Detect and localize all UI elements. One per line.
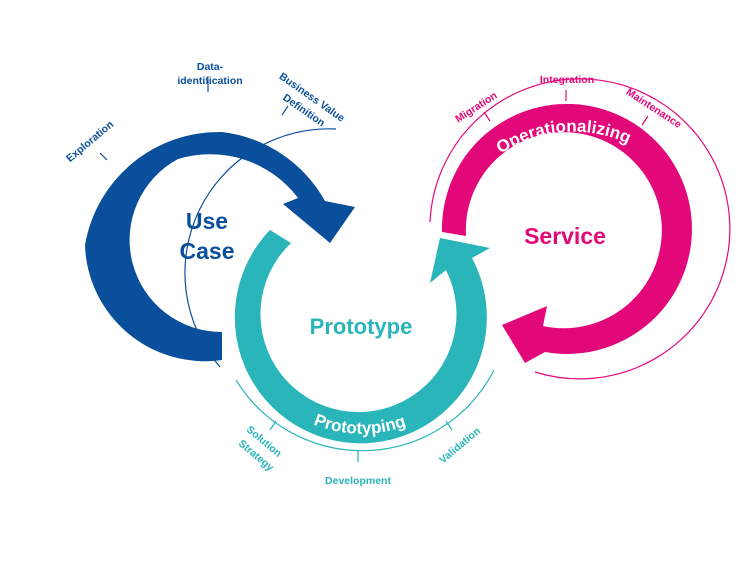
prototyping-tick — [269, 420, 277, 431]
step-exploration: Exploration — [64, 119, 116, 165]
step-development: Development — [325, 475, 391, 487]
use-case-title-line2: Case — [180, 238, 235, 264]
step-data-identification-line1: Data- — [197, 61, 224, 73]
use-case-title-line1: Use — [186, 208, 228, 234]
prototyping-tick — [445, 420, 453, 431]
identifying-tick — [281, 105, 289, 116]
prototype-title: Prototype — [310, 314, 413, 339]
prototyping-arrow-arc — [234, 230, 490, 444]
step-integration: Integration — [540, 74, 594, 86]
step-data-identification-line2: identification — [177, 75, 242, 87]
service-title: Service — [524, 223, 606, 249]
operationalizing-outer-ring — [429, 78, 731, 380]
prototyping-outer-ring — [235, 369, 495, 452]
prototyping-cycle: Prototyping Prototype Solution Strategy … — [234, 230, 495, 487]
identifying-tick — [99, 152, 108, 161]
step-validation: Validation — [437, 425, 483, 466]
operationalizing-tick — [483, 111, 491, 122]
operationalizing-tick — [641, 115, 649, 126]
identifying-arrow-arc — [85, 131, 355, 362]
identifying-outer-ring — [184, 128, 337, 368]
